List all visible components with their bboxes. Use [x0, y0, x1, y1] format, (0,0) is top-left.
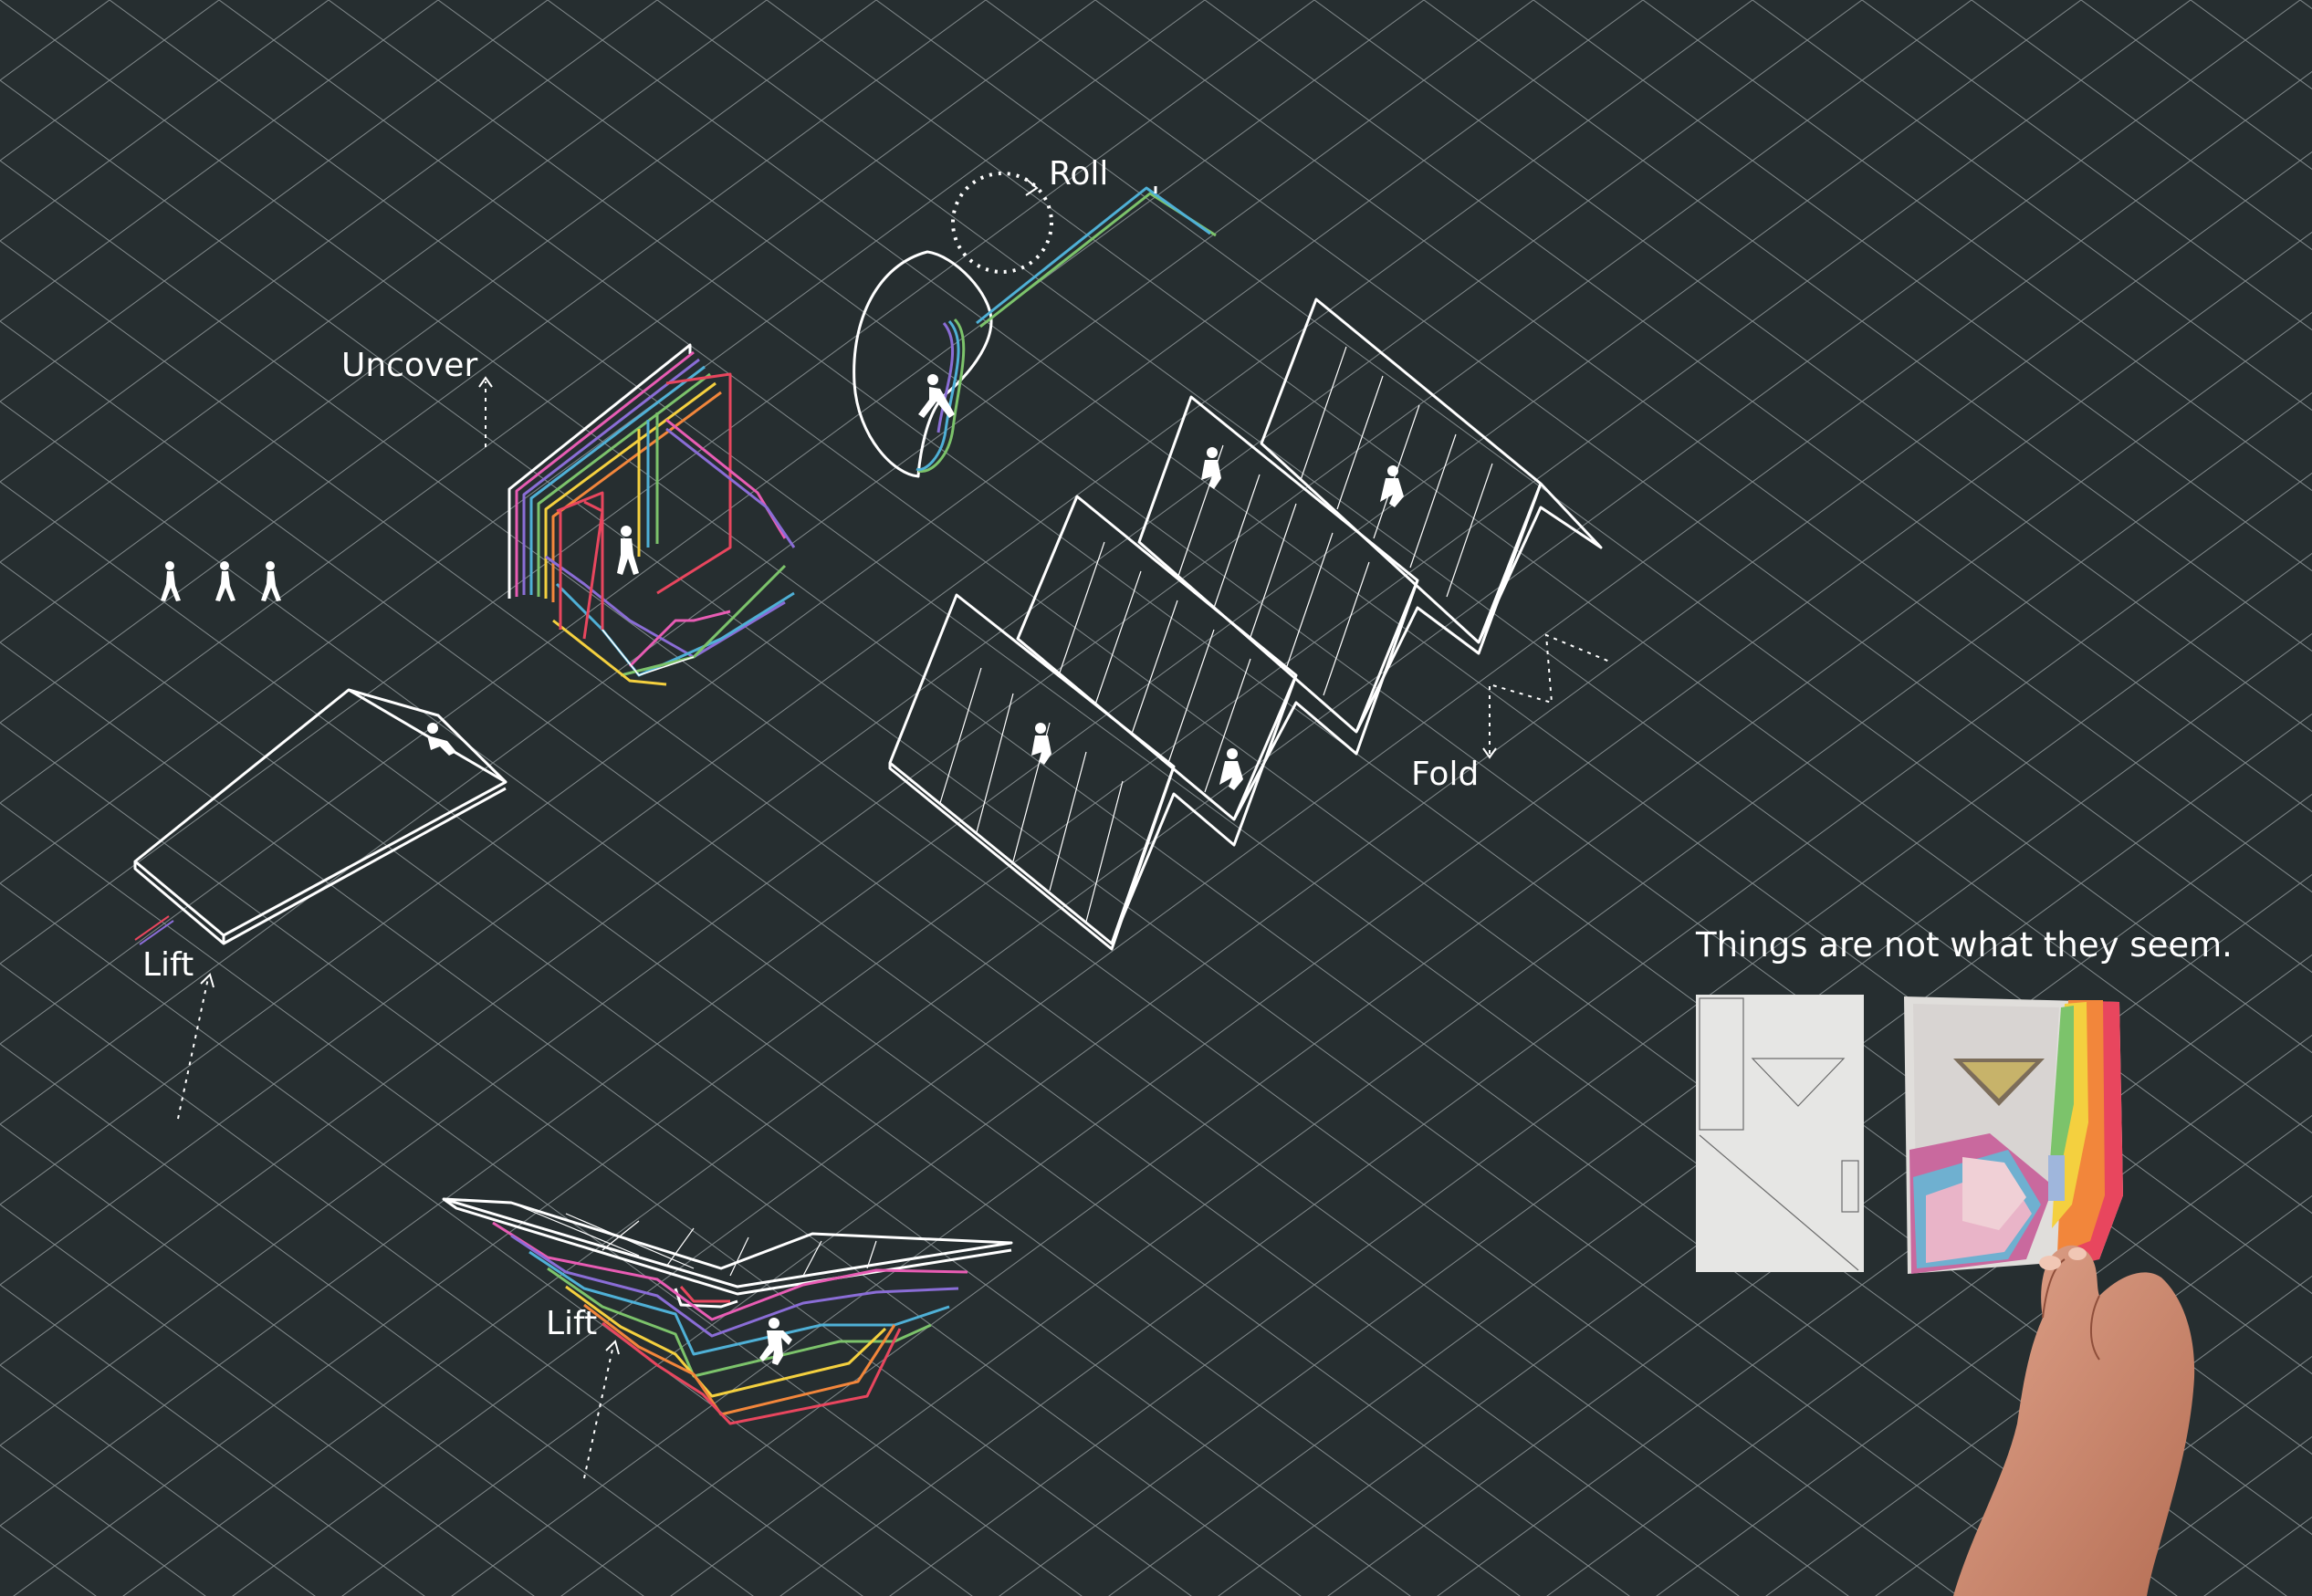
climbing-person-icon	[1201, 447, 1221, 489]
tagline-text: Things are not what they seem.	[1695, 925, 2233, 965]
climbing-person-icon	[1219, 748, 1243, 790]
walking-person-icon	[161, 561, 181, 601]
hand-icon	[1953, 1245, 2195, 1596]
uncover-arrowhead	[478, 376, 493, 388]
lift-ramp-diagram	[133, 688, 507, 945]
closed-card-photo	[1696, 995, 1864, 1272]
walking-people-group	[161, 561, 281, 601]
lift-top-arrowhead	[200, 973, 214, 988]
lift-top-arrow	[177, 977, 209, 1120]
rolling-person-icon	[918, 374, 955, 418]
fold-indicator-dashed	[1489, 633, 1613, 754]
uncover-structure	[507, 343, 796, 686]
opened-card-photo	[1904, 996, 2123, 1274]
walking-person-icon	[215, 561, 235, 601]
uncover-label: Uncover	[341, 347, 477, 384]
lift-bottom-arrowhead	[605, 1340, 620, 1355]
fold-arrowhead	[1482, 747, 1497, 759]
lift-top-label: Lift	[142, 946, 194, 984]
walking-person-icon	[261, 561, 281, 601]
climbing-person-icon	[617, 526, 639, 575]
climbing-person-icon	[427, 723, 456, 756]
climbing-person-icon	[759, 1318, 792, 1365]
roll-loop-diagram	[853, 186, 1217, 478]
climbing-person-icon	[1380, 465, 1404, 507]
roll-arrowhead	[1025, 178, 1039, 196]
fold-label: Fold	[1411, 756, 1479, 793]
roll-rotation-icon	[951, 172, 1053, 274]
lift-trough-diagram	[442, 1197, 1013, 1425]
roll-label: Roll	[1049, 155, 1108, 193]
lift-bottom-label: Lift	[546, 1305, 597, 1342]
climbing-person-icon	[1031, 723, 1051, 765]
